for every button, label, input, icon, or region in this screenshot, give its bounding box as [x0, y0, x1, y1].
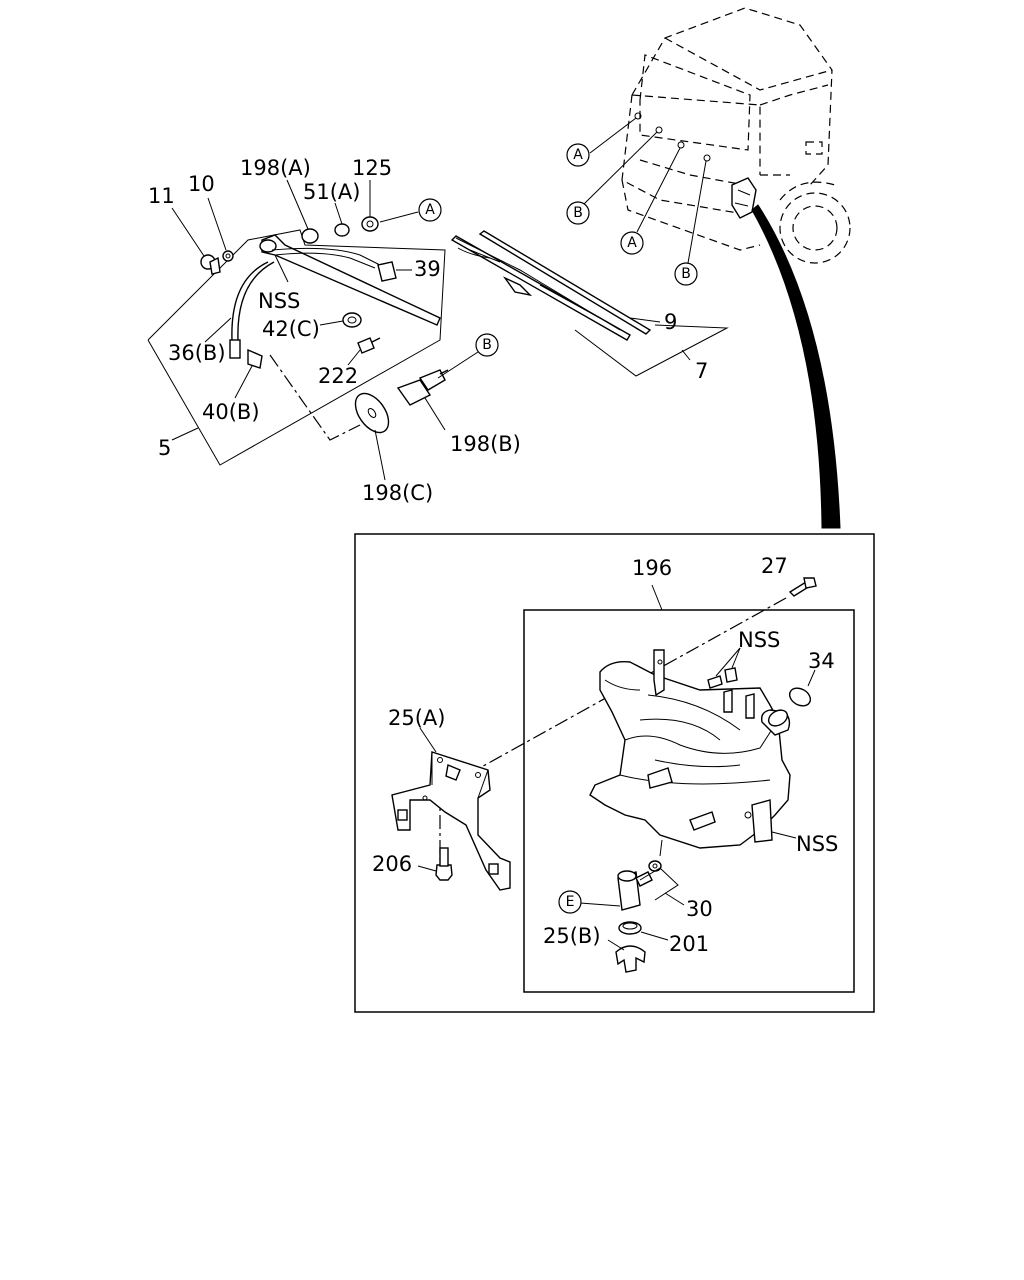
svg-text:E: E: [566, 894, 575, 910]
label-7: 7: [681, 349, 708, 383]
svg-text:34: 34: [808, 649, 835, 673]
wiper-arm-assembly: [147, 216, 449, 466]
label-198b: 198(B): [424, 397, 521, 456]
svg-text:B: B: [482, 337, 492, 353]
cab-callout-a-2: A: [620, 147, 681, 255]
label-206: 206: [372, 852, 437, 876]
bracket-25a: [391, 751, 511, 891]
callout-a-top: A: [379, 198, 442, 223]
svg-text:125: 125: [352, 156, 392, 180]
detail-inner-frame: [523, 609, 855, 993]
label-10: 10: [188, 172, 227, 251]
label-nss-top: NSS: [738, 628, 780, 652]
svg-text:42(C): 42(C): [262, 317, 320, 341]
svg-text:40(B): 40(B): [202, 400, 260, 424]
callout-e-pump: E: [558, 890, 621, 914]
label-125: 125: [352, 156, 392, 217]
wiper-blade-assembly: [450, 230, 729, 377]
svg-text:30: 30: [686, 897, 713, 921]
svg-text:9: 9: [664, 310, 677, 334]
label-30: 30: [664, 892, 713, 921]
label-25a: 25(A): [388, 706, 445, 753]
svg-text:198(C): 198(C): [362, 481, 433, 505]
svg-text:NSS: NSS: [738, 628, 780, 652]
svg-text:36(B): 36(B): [168, 341, 226, 365]
svg-text:B: B: [573, 205, 583, 221]
label-198c: 198(C): [362, 429, 433, 505]
cab-callout-a-1: A: [566, 117, 637, 167]
svg-text:51(A): 51(A): [303, 180, 360, 204]
label-36b: 36(B): [168, 317, 232, 365]
svg-text:5: 5: [158, 436, 171, 460]
detail-outer-frame: [354, 533, 875, 1013]
label-201: 201: [640, 931, 709, 956]
svg-text:11: 11: [148, 184, 175, 208]
truck-cab-outline: [621, 7, 851, 264]
callout-b-motor: B: [437, 333, 499, 379]
detail-leader-arrow: [751, 204, 841, 529]
svg-text:B: B: [681, 266, 691, 282]
bolt-206: [435, 847, 453, 881]
label-nss-arm: NSS: [258, 254, 300, 313]
cab-callout-b-2: B: [674, 160, 707, 286]
label-11: 11: [148, 184, 205, 257]
label-42c: 42(C): [262, 317, 344, 341]
svg-text:A: A: [425, 202, 435, 218]
label-5: 5: [158, 427, 199, 460]
label-39: 39: [396, 257, 441, 281]
label-222: 222: [318, 349, 361, 388]
assembly-axis: [439, 597, 787, 791]
svg-text:39: 39: [414, 257, 441, 281]
svg-text:198(B): 198(B): [450, 432, 521, 456]
svg-text:222: 222: [318, 364, 358, 388]
label-9: 9: [629, 310, 677, 334]
svg-text:A: A: [627, 235, 637, 251]
washer-tank: [589, 649, 791, 849]
label-51a: 51(A): [303, 180, 360, 225]
svg-text:27: 27: [761, 554, 788, 578]
svg-text:10: 10: [188, 172, 215, 196]
cap-34: [788, 687, 812, 707]
svg-text:198(A): 198(A): [240, 156, 311, 180]
svg-text:7: 7: [695, 359, 708, 383]
label-40b: 40(B): [202, 365, 260, 424]
label-nss-side: NSS: [771, 831, 838, 856]
svg-text:NSS: NSS: [796, 832, 838, 856]
svg-text:25(A): 25(A): [388, 706, 445, 730]
label-196: 196: [632, 556, 672, 611]
svg-text:NSS: NSS: [258, 289, 300, 313]
svg-text:A: A: [573, 147, 583, 163]
cab-callout-b-1: B: [566, 131, 658, 225]
label-27: 27: [761, 554, 788, 578]
label-198a: 198(A): [240, 156, 311, 230]
svg-text:206: 206: [372, 852, 412, 876]
label-25b: 25(B): [543, 924, 625, 951]
washer-pump-30: [617, 839, 679, 911]
svg-text:196: 196: [632, 556, 672, 580]
svg-text:25(B): 25(B): [543, 924, 601, 948]
nss-fittings: [707, 647, 741, 689]
label-34: 34: [807, 649, 835, 687]
svg-text:201: 201: [669, 932, 709, 956]
clip-25b: [615, 945, 646, 973]
grommet-201: [618, 921, 642, 935]
